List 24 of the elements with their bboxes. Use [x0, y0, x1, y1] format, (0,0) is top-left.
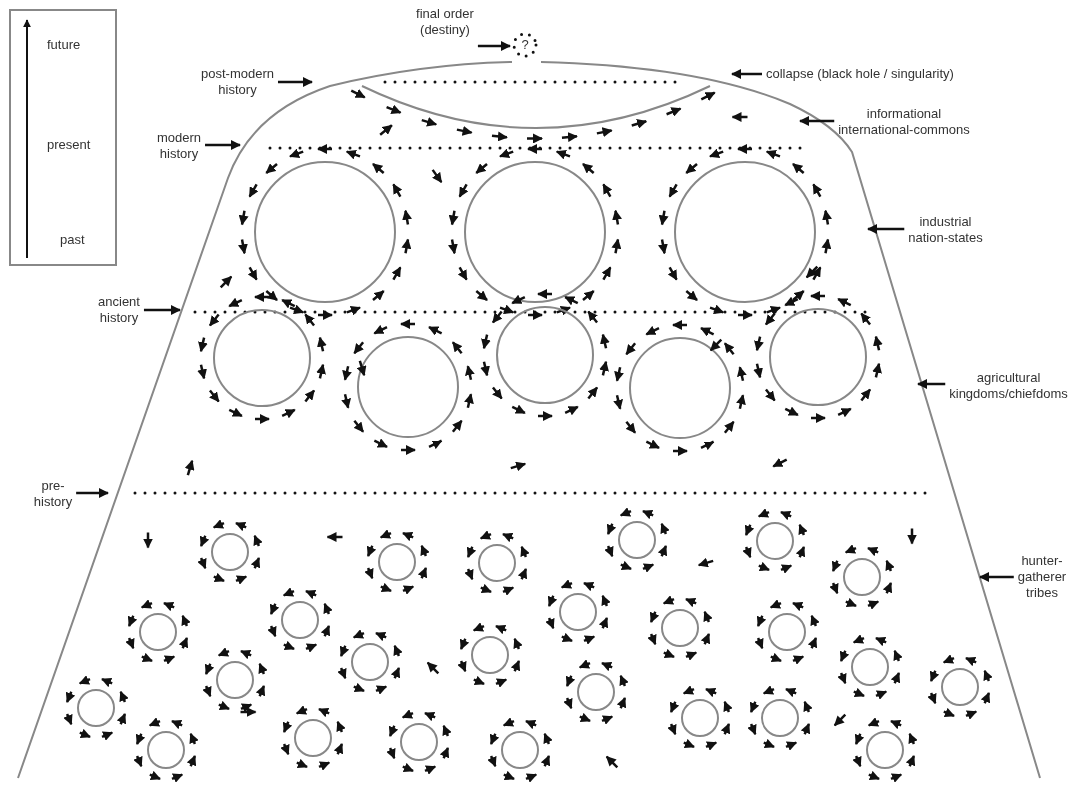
arrow	[731, 69, 762, 79]
stage-label: industrial nation-states	[898, 214, 993, 246]
stage-label: agricultural kingdoms/chiefdoms	[945, 370, 1072, 402]
time-label: future	[47, 37, 81, 53]
time-label: past	[60, 232, 85, 248]
arrow	[143, 305, 181, 315]
history-label: pre-history	[30, 478, 76, 510]
stage-label: collapse (black hole / singularity)	[766, 66, 986, 82]
arrow	[278, 77, 313, 87]
arrow	[917, 379, 946, 389]
question-circle: ?	[512, 32, 538, 58]
stage-label: hunter-gatherer tribes	[1012, 553, 1072, 601]
history-label: ancient history	[88, 294, 150, 326]
stage-label: final order (destiny)	[405, 6, 485, 38]
arrow	[205, 140, 241, 150]
arrow	[979, 572, 1014, 582]
arrow	[76, 488, 109, 498]
history-label: post-modern history	[190, 66, 285, 98]
arrow	[799, 116, 835, 126]
arrow	[477, 41, 511, 51]
time-label: present	[47, 137, 91, 153]
history-label: modern history	[148, 130, 210, 162]
arrow	[867, 224, 905, 234]
stage-label: informational international-commons	[828, 106, 980, 138]
